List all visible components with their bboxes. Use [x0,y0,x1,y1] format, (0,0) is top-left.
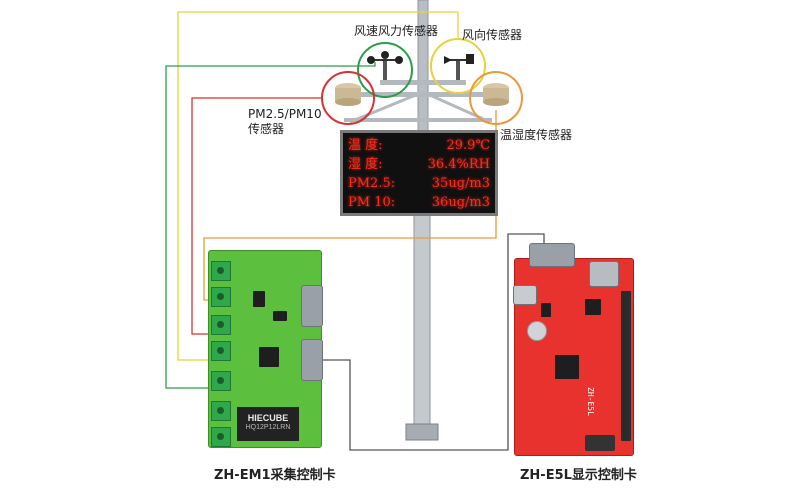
display-row-name: PM2.5: [348,176,396,191]
pm-sensor-label-line2: 传感器 [248,122,285,136]
cross-arm-low [344,118,492,122]
power-terminal [585,435,615,451]
terminal-block [211,315,231,335]
thermo-hygro-sensor-icon [483,83,509,106]
pm-sensor-label-line1: PM2.5/PM10 [248,107,322,121]
pole-base [405,423,439,441]
power-module-brand: HIECUBE [247,413,289,423]
wind-direction-sensor-label: 风向传感器 [462,28,523,42]
pm-sensor-ring [321,71,375,125]
db9-connector [301,285,323,327]
display-row-humidity: 湿 度: 36.4%RH [348,155,490,174]
e5l-board-text: ZH-E5L [586,387,595,416]
coin-battery [527,321,547,341]
display-row-name: 湿 度: [348,157,383,172]
terminal-block [211,401,231,421]
hub-header [621,291,631,441]
display-row-value: 36ug/m3 [431,195,490,210]
ic-chip [253,291,265,307]
pole-upper [417,0,429,136]
display-row-temperature: 温 度: 29.9℃ [348,136,490,155]
wind-speed-sensor-label: 风速风力传感器 [354,24,439,38]
terminal-block [211,261,231,281]
wind-speed-sensor-ring [357,42,413,98]
display-row-name: PM 10: [348,195,396,210]
mcu-chip [555,355,579,379]
ethernet-port [589,261,619,287]
em1-board-caption: ZH-EM1采集控制卡 [214,468,336,483]
db9-connector [529,243,575,267]
display-link-wire [322,233,545,451]
ic-chip [541,303,551,317]
terminal-block [211,341,231,361]
ic-chip [273,311,287,321]
ic-chip [585,299,601,315]
display-row-value: 29.9℃ [446,138,491,153]
display-row-value: 36.4%RH [427,157,490,172]
mcu-chip [259,347,279,367]
em1-acquisition-board: HIECUBE HQ12P12LRN [208,250,323,448]
temp-humidity-sensor-label: 温湿度传感器 [500,128,573,142]
pole-lower [413,213,431,430]
pm-sensor-icon [335,83,361,106]
usb-port [513,285,537,305]
e5l-board-caption: ZH-E5L显示控制卡 [520,468,637,483]
cross-arm-top [380,80,466,85]
wind-direction-wire [177,11,459,361]
display-row-name: 温 度: [348,138,383,153]
e5l-display-board: ZH-E5L [513,243,634,456]
display-row-pm10: PM 10: 36ug/m3 [348,193,490,212]
terminal-block [211,427,231,447]
arm-support-left [349,90,424,124]
pm-wire [191,97,322,335]
anemometer-icon [367,51,403,80]
power-module: HIECUBE HQ12P12LRN [237,407,299,441]
temp-humidity-sensor-ring [469,71,523,125]
terminal-block [211,287,231,307]
display-row-value: 35ug/m3 [431,176,490,191]
wind-speed-wire [165,62,376,389]
wind-vane-icon [444,54,474,80]
wind-direction-sensor-ring [430,38,486,94]
power-module-model: HQ12P12LRN [245,424,291,431]
display-row-pm25: PM2.5: 35ug/m3 [348,174,490,193]
led-display-panel: 温 度: 29.9℃ 湿 度: 36.4%RH PM2.5: 35ug/m3 P… [340,130,498,216]
terminal-block [211,371,231,391]
db9-connector [301,339,323,381]
